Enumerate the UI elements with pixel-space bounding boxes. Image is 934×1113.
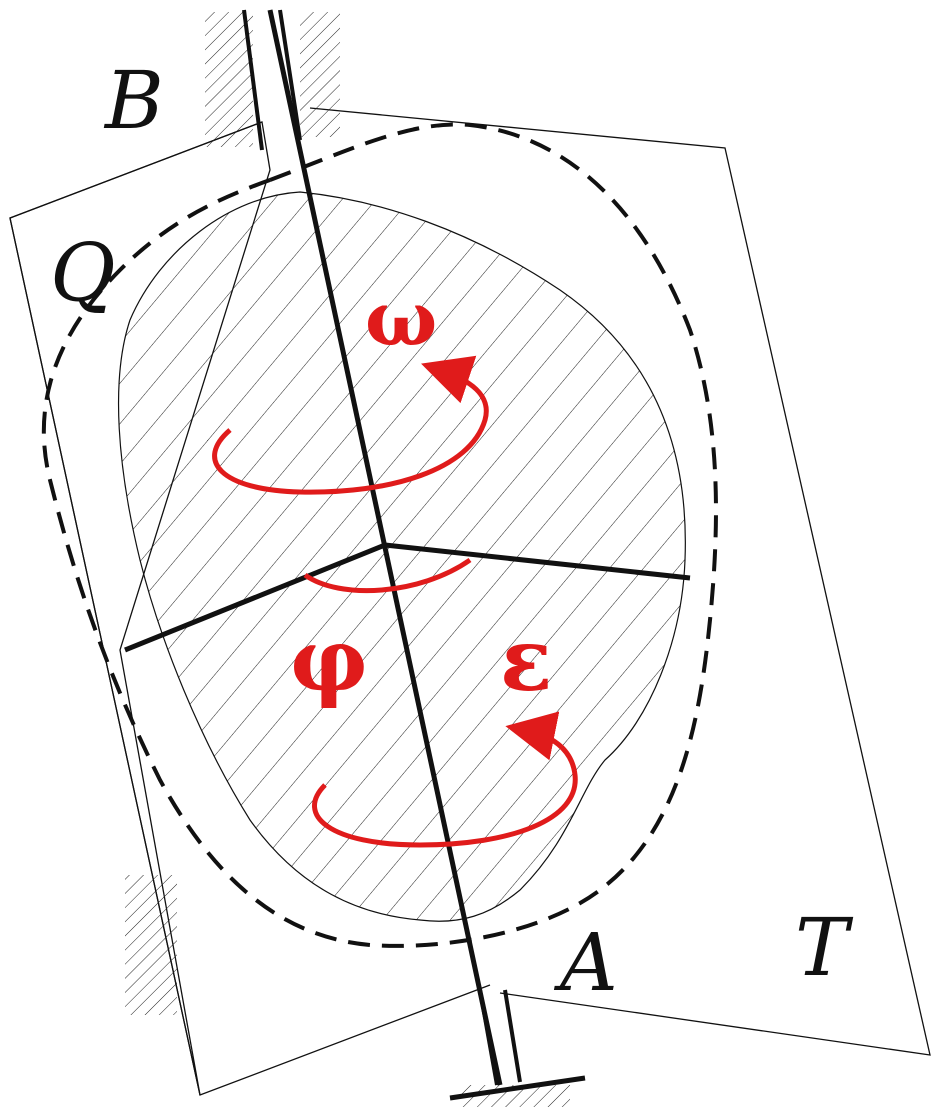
epsilon-arrow-icon <box>312 711 578 848</box>
plane-q-ray <box>124 542 386 653</box>
plane-t-ray <box>384 542 691 581</box>
ground-hatch-top-left <box>205 12 253 147</box>
axis-double-line-bottom-b <box>503 989 522 1083</box>
axis-double-line-bottom-a <box>478 989 499 1086</box>
angle-phi-arc <box>303 557 472 594</box>
label-epsilon: ε <box>500 610 552 711</box>
label-b: B <box>103 54 164 147</box>
ground-hatch-top-right <box>300 12 340 137</box>
label-t: T <box>795 901 854 994</box>
label-omega: ω <box>365 274 437 363</box>
ground-hatch-left <box>125 875 177 1015</box>
dashed-contour <box>41 122 718 948</box>
label-q: Q <box>50 226 116 319</box>
axis-double-line-top-a <box>242 9 264 151</box>
axis-double-line-top-b <box>278 9 302 141</box>
label-a: A <box>553 916 618 1009</box>
label-phi: φ <box>290 610 368 711</box>
omega-arrow-icon <box>212 355 489 495</box>
bearing-base <box>449 1075 586 1101</box>
plane-t <box>309 107 931 1056</box>
